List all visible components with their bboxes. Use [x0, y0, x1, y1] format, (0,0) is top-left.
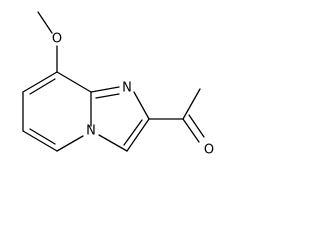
- bond-c3-n4: [98, 134, 128, 152]
- bond-carbonyl-o-1: [182, 118, 200, 143]
- bond-carbonyl-o-2: [188, 114, 205, 138]
- atom-bridgehead-nitrogen: N: [86, 124, 96, 139]
- bond-c2-c3: [126, 118, 150, 152]
- chemical-structure-diagram: O N N O: [22, 11, 214, 158]
- bond-c8a-n1-inner: [95, 93, 120, 99]
- atom-carbonyl-oxygen: O: [204, 143, 214, 158]
- bond-carbonyl-methyl: [182, 88, 201, 120]
- atom-ring-nitrogen: N: [122, 81, 132, 96]
- bond-c8-c7-inner: [29, 78, 56, 95]
- bond-methyl-o: [37, 11, 53, 34]
- bond-c8-c7: [22, 71, 58, 93]
- bond-c8a-c8: [56, 71, 92, 93]
- bond-c2-c3-inner: [123, 119, 143, 146]
- bond-c5-n4: [56, 135, 84, 152]
- atom-methoxy-oxygen: O: [52, 32, 62, 47]
- bond-c6-c5-inner: [29, 128, 56, 145]
- bond-c6-c5: [22, 130, 58, 152]
- bond-n1-c2: [133, 91, 150, 120]
- bond-c8a-n1: [90, 86, 120, 93]
